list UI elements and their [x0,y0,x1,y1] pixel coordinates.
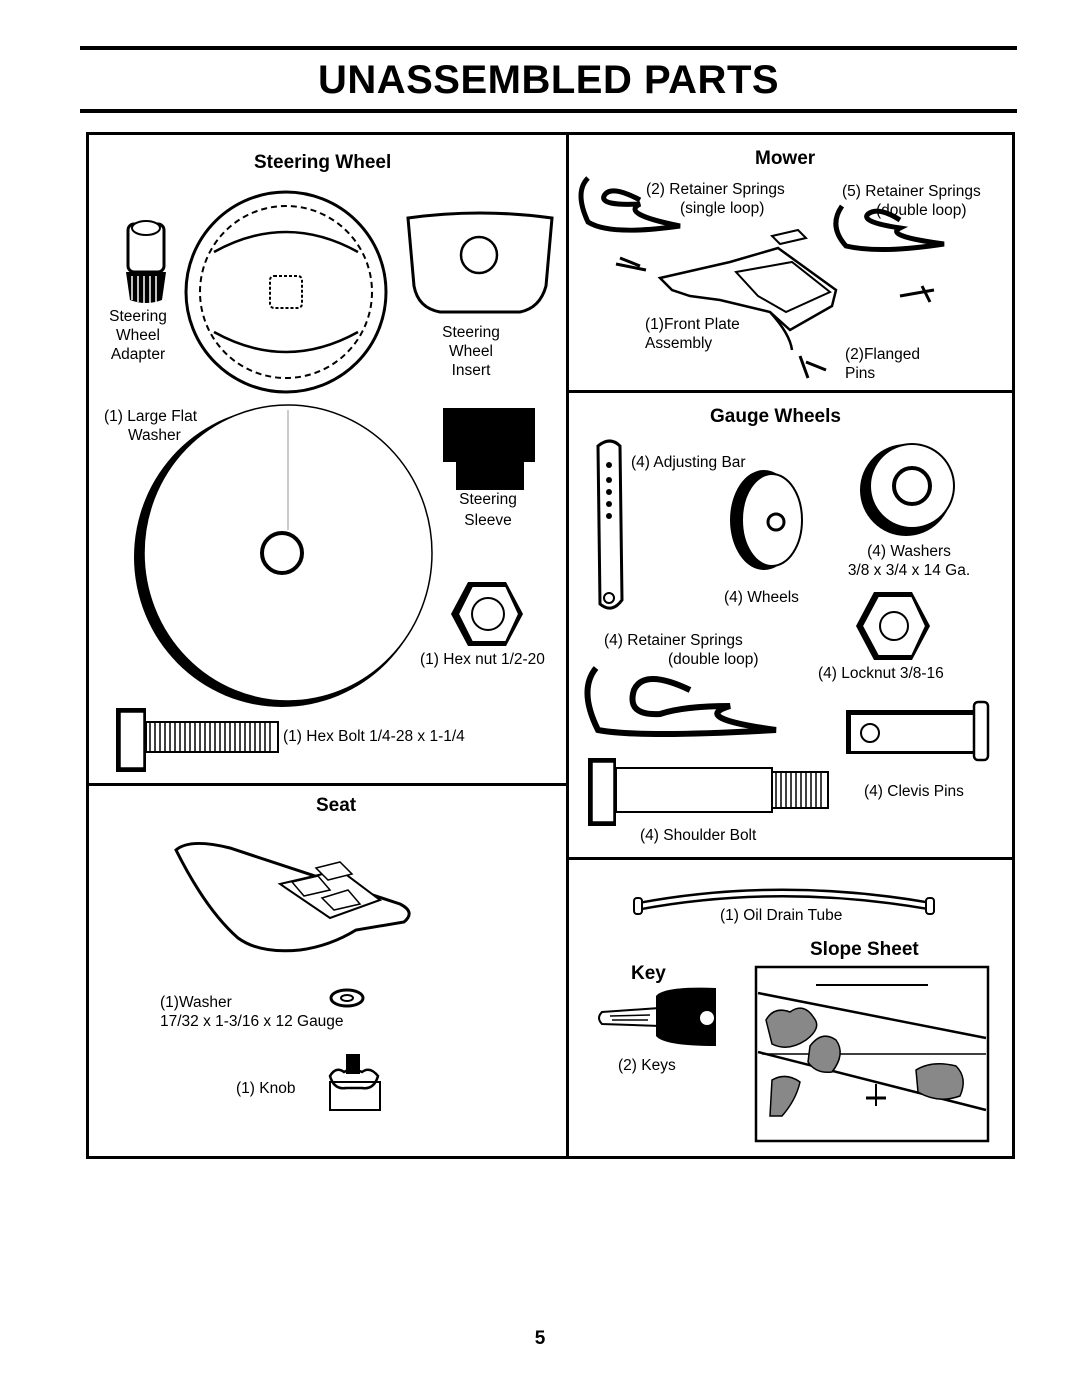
top-rule [80,46,1017,50]
retainer-springs-single-label: (2) Retainer Springs (single loop) [646,181,785,217]
adjusting-bar-label: (4) Adjusting Bar [631,454,746,471]
gauge-wheel-illustration [730,470,803,570]
steering-wheel-adapter-label: Steering Wheel Adapter [109,308,167,363]
hex-nut-illustration [451,582,523,646]
steering-sleeve-label: Steering Sleeve [459,491,517,529]
mower-heading: Mower [755,148,816,169]
flanged-pins-label: (2)Flanged Pins [845,346,920,382]
key-illustration [598,987,716,1046]
seat-washer-illustration [329,988,365,1008]
clevis-pin-illustration [846,700,990,762]
steering-wheel-adapter-illustration [126,220,166,303]
locknut-illustration [856,592,930,660]
column-divider [566,132,569,1159]
page-number: 5 [534,1328,546,1349]
large-flat-washer-label: (1) Large Flat Washer [104,408,198,444]
steering-wheel-insert-illustration [406,211,554,314]
title-underline [80,109,1017,113]
hex-bolt-label: (1) Hex Bolt 1/4-28 x 1-1/4 [283,728,465,745]
adjusting-bar-illustration [596,439,624,610]
gauge-misc-divider [566,857,1015,860]
knob-illustration [328,1054,381,1111]
retainer-spring-single-illustration [578,176,681,233]
front-plate-assembly-illustration [615,228,935,351]
retainer-spring-double-illustration [833,204,945,253]
keys-label: (2) Keys [618,1057,676,1074]
slope-sheet-heading: Slope Sheet [810,939,919,960]
gauge-retainer-spring-illustration [584,666,777,737]
slope-sheet-illustration [754,965,990,1143]
hex-bolt-illustration [116,708,279,772]
key-heading: Key [631,963,666,984]
large-flat-washer-illustration [134,404,433,707]
steering-sleeve-illustration [443,408,535,490]
gauge-wheels-heading: Gauge Wheels [710,406,841,427]
oil-drain-tube-illustration [633,888,935,915]
seat-washer-label: (1)Washer 17/32 x 1-3/16 x 12 Gauge [160,994,344,1030]
mower-gauge-divider [566,390,1015,393]
clevis-pins-label: (4) Clevis Pins [864,783,964,800]
knob-label: (1) Knob [236,1080,296,1097]
gauge-washer-illustration [860,443,955,536]
steering-wheel-illustration [184,190,388,394]
oil-drain-tube-label: (1) Oil Drain Tube [720,907,843,924]
steering-wheel-insert-label: Steering Wheel Insert [442,324,500,379]
gauge-retainer-springs-label: (4) Retainer Springs (double loop) [604,632,759,668]
hex-nut-label: (1) Hex nut 1/2-20 [420,651,545,668]
steering-seat-divider [86,783,568,786]
steering-wheel-heading: Steering Wheel [254,152,392,173]
parts-frame [86,132,1015,1159]
wheels-label: (4) Wheels [724,589,799,606]
seat-illustration [174,842,411,953]
retainer-springs-double-label: (5) Retainer Springs (double loop) [842,183,981,219]
locknut-label: (4) Locknut 3/8-16 [818,665,944,682]
shoulder-bolt-illustration [588,758,829,826]
shoulder-bolt-label: (4) Shoulder Bolt [640,827,757,844]
page-title: UNASSEMBLED PARTS [317,58,780,102]
seat-heading: Seat [316,795,357,816]
washers-label: (4) Washers 3/8 x 3/4 x 14 Ga. [847,543,971,579]
flanged-pins-illustration [798,355,827,379]
front-plate-assembly-label: (1)Front Plate Assembly [645,316,740,352]
